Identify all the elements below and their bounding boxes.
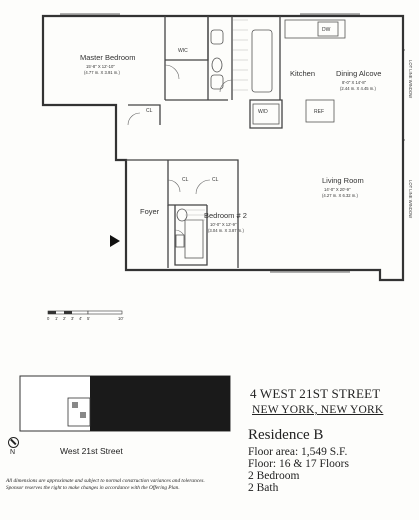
dw-label: DW — [322, 27, 331, 33]
scale-1: 1' — [55, 316, 58, 321]
bathtub — [251, 29, 273, 93]
kitchen-counter — [284, 19, 346, 39]
disclaimer: All dimensions are approximate and subje… — [6, 478, 242, 491]
lot-line-window-top: LOT LINE WINDOW — [408, 60, 413, 98]
refrigerator — [305, 99, 335, 123]
ref-label: REF — [314, 109, 324, 115]
sink-3 — [175, 234, 185, 248]
floors: Floor: 16 & 17 Floors — [248, 458, 349, 470]
bath3-inner — [174, 205, 208, 266]
foyer-label: Foyer — [140, 207, 160, 216]
dining-alcove-dims: 8'-0" X 14'-8" — [342, 80, 367, 85]
entry-arrow — [110, 235, 120, 247]
disclaimer-line-1: All dimensions are approximate and subje… — [6, 478, 205, 484]
bedroom2-label: Bedroom # 2 — [204, 211, 247, 220]
north-circle-icon — [8, 437, 19, 448]
scale-4: 4' — [79, 316, 82, 321]
baths: 2 Bath — [248, 482, 279, 494]
scale-5: 5' — [87, 316, 90, 321]
bedroom2-dims: 10'-0" X 12'-9" — [210, 222, 237, 227]
address-line-1: 4 WEST 21ST STREET — [250, 386, 381, 401]
unit-location — [67, 397, 91, 427]
scale-3: 3' — [71, 316, 74, 321]
living-room-dims: 14'-0" X 20'-9" — [324, 187, 351, 192]
building-footprint — [90, 376, 230, 431]
sink-2 — [210, 74, 224, 90]
washer-dryer — [252, 103, 280, 125]
wic-label: WIC — [178, 48, 188, 54]
floor-plan: Master Bedroom 15'-8" X 12'-10" (4.77 m.… — [41, 13, 413, 321]
key-plan — [19, 375, 231, 432]
residence-details: Floor area: 1,549 S.F. Floor: 16 & 17 Fl… — [248, 446, 416, 494]
address-line-2: NEW YORK, NEW YORK — [252, 404, 384, 416]
shower — [184, 219, 204, 259]
scale-2: 2' — [63, 316, 66, 321]
bedroom2-dims-metric: (3.04 m. X 3.87 m.) — [208, 228, 244, 233]
dining-alcove-dims-metric: (2.44 m. X 4.45 m.) — [340, 86, 376, 91]
master-bedroom-dims-metric: (4.77 m. X 3.91 m.) — [84, 70, 120, 75]
cl-bedroom2-label: CL — [212, 177, 219, 183]
scale-bar: 0 1' 2' 3' 4' 5' 10' — [47, 310, 124, 321]
scale-0: 0 — [47, 316, 50, 321]
north-label: N — [10, 449, 16, 456]
disclaimer-line-2: Sponsor reserves the right to make chang… — [6, 484, 180, 491]
cl-foyer-label: CL — [182, 177, 189, 183]
wd-label: W/D — [258, 109, 268, 115]
residence-title: Residence B — [248, 427, 324, 443]
cl-master-label: CL — [146, 108, 153, 114]
street-label: West 21st Street — [60, 446, 123, 456]
outer-wall — [41, 14, 405, 282]
dishwasher — [317, 21, 339, 37]
north-arrow: N — [8, 437, 20, 459]
toilet-1 — [211, 57, 223, 73]
floor-area: Floor area: 1,549 S.F. — [248, 446, 348, 458]
bedroom2-wall — [168, 159, 239, 268]
dining-alcove-label: Dining Alcove — [336, 69, 381, 78]
master-bedroom-label: Master Bedroom — [80, 53, 135, 62]
cl-master-wall — [128, 104, 161, 125]
living-room-dims-metric: (4.27 m. X 6.32 m.) — [322, 193, 358, 198]
living-room-label: Living Room — [322, 176, 364, 185]
master-bedroom-dims: 15'-8" X 12'-10" — [86, 64, 115, 69]
wd-wall — [249, 99, 283, 129]
kitchen-label: Kitchen — [290, 69, 315, 78]
lot-line-window-bottom: LOT LINE WINDOW — [408, 180, 413, 218]
sink-1 — [210, 29, 224, 45]
scale-10: 10' — [118, 316, 124, 321]
bedrooms: 2 Bedroom — [248, 470, 300, 482]
